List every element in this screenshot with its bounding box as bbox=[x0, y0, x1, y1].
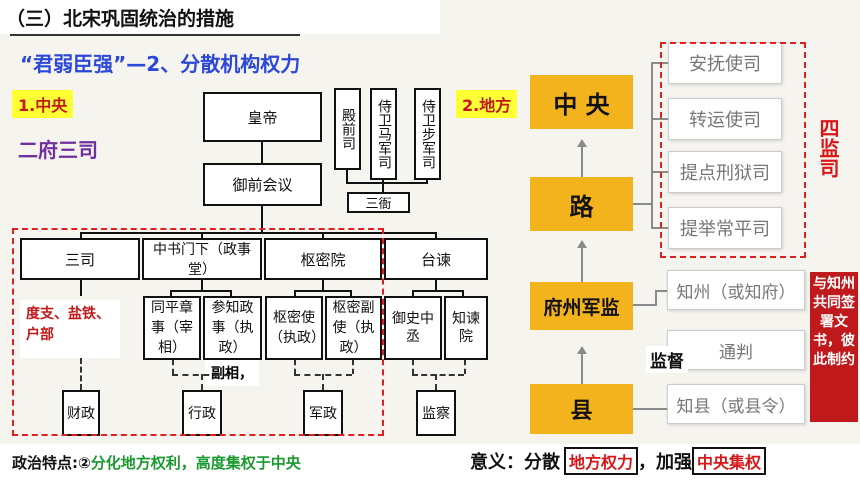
bracket bbox=[633, 408, 667, 410]
jiansi-anfu: 安抚使司 bbox=[668, 42, 782, 84]
connector bbox=[294, 290, 296, 296]
connector bbox=[170, 290, 232, 292]
jiansi-tidian: 提点刑狱司 bbox=[668, 151, 782, 193]
connector bbox=[382, 182, 384, 192]
arrow-head bbox=[577, 139, 587, 147]
official-shumishi: 枢密使（执政） bbox=[265, 296, 325, 360]
dianqian-box: 殿前司 bbox=[334, 88, 361, 170]
bracket bbox=[633, 203, 651, 205]
connector bbox=[412, 290, 414, 296]
local-tag: 2.地方 bbox=[456, 90, 518, 118]
bracket bbox=[655, 290, 667, 292]
jiansi-zhuanyun: 转运使司 bbox=[668, 98, 782, 140]
connector bbox=[294, 360, 296, 374]
erfu-sansi-label: 二府三司 bbox=[18, 138, 98, 162]
arrow-line bbox=[581, 246, 583, 282]
level-lu: 路 bbox=[530, 177, 633, 231]
connector bbox=[201, 232, 203, 238]
connector bbox=[435, 232, 437, 238]
connector bbox=[201, 280, 203, 291]
connector bbox=[382, 180, 384, 182]
connector bbox=[170, 290, 172, 296]
arrow-line bbox=[581, 145, 583, 177]
bracket bbox=[655, 290, 657, 306]
connector bbox=[80, 232, 437, 234]
level-fuzhou: 府州军监 bbox=[530, 282, 633, 330]
emperor-box: 皇帝 bbox=[203, 92, 322, 142]
arrow-head bbox=[577, 346, 587, 354]
connector bbox=[412, 360, 414, 374]
tongpan-box: 通判 bbox=[667, 330, 805, 370]
connector bbox=[80, 280, 82, 296]
significance: 意义：分散 地方权力 ，加强 中央集权 bbox=[470, 447, 767, 475]
bottom-bar bbox=[0, 444, 860, 484]
jiansi-tiju: 提举常平司 bbox=[668, 207, 782, 249]
bracket bbox=[651, 62, 668, 64]
connector bbox=[322, 280, 324, 291]
sijiansi-label: 四监司 bbox=[816, 118, 840, 178]
official-shumifushi: 枢密副使（执政） bbox=[325, 296, 382, 360]
level-xian: 县 bbox=[530, 384, 633, 434]
connector bbox=[346, 182, 428, 184]
arrow-head bbox=[577, 240, 587, 248]
political-feature: 政治特点:②分化地方权利，高度集权于中央 bbox=[12, 454, 301, 472]
taijian-box: 台谏 bbox=[384, 238, 488, 280]
connector bbox=[294, 290, 352, 292]
connector bbox=[201, 374, 203, 390]
connector bbox=[426, 180, 428, 182]
function-xingzheng: 行政 bbox=[182, 390, 222, 436]
connector bbox=[80, 358, 82, 390]
official-canzhi: 参知政事（执政） bbox=[203, 296, 262, 360]
connector bbox=[352, 360, 354, 374]
arrow-line bbox=[581, 352, 583, 384]
title-underline bbox=[10, 34, 300, 36]
bracket bbox=[651, 118, 668, 120]
subtitle: “君弱臣强”—2、分散机构权力 bbox=[20, 52, 301, 76]
sansi-box: 三司 bbox=[20, 238, 140, 280]
bracket bbox=[651, 171, 668, 173]
connector bbox=[462, 290, 464, 296]
official-zhijian: 知谏院 bbox=[444, 296, 488, 360]
function-jiancha: 监察 bbox=[416, 390, 456, 436]
connector bbox=[322, 374, 324, 390]
central-tag: 1.中央 bbox=[12, 90, 74, 118]
sijiansi-frame bbox=[660, 42, 806, 258]
level-central: 中 央 bbox=[530, 75, 633, 129]
connector bbox=[261, 206, 263, 232]
connector bbox=[261, 142, 263, 163]
official-zaixiang: 同平章事（宰相） bbox=[143, 296, 201, 360]
cosign-note: 与知州共同签署文书，彼此制约 bbox=[810, 272, 858, 422]
bracket bbox=[633, 304, 657, 306]
function-caizheng: 财政 bbox=[62, 390, 100, 436]
official-yushi: 御史中丞 bbox=[384, 296, 442, 360]
council-box: 御前会议 bbox=[203, 163, 322, 206]
page-title: （三）北宋巩固统治的措施 bbox=[6, 8, 235, 30]
zhongshu-box: 中书门下（政事堂） bbox=[142, 238, 262, 280]
shumiyuan-box: 枢密院 bbox=[264, 238, 382, 280]
title-bar bbox=[0, 0, 440, 34]
connector bbox=[435, 280, 437, 291]
connector bbox=[172, 360, 174, 374]
connector bbox=[80, 232, 82, 238]
connector bbox=[435, 374, 437, 390]
jiandu-label: 监督 bbox=[646, 346, 688, 373]
connector bbox=[322, 232, 324, 238]
connector bbox=[346, 170, 348, 182]
sanya-box: 三衙 bbox=[347, 192, 410, 213]
bracket bbox=[651, 227, 668, 229]
erfu-sansi-frame bbox=[12, 228, 384, 436]
majun-box: 侍卫马军司 bbox=[370, 88, 397, 180]
zhizhou-box: 知州（或知府） bbox=[667, 270, 805, 310]
bracket bbox=[651, 62, 653, 229]
connector bbox=[412, 374, 464, 376]
sansi-note: 度支、盐铁、户部 bbox=[20, 300, 120, 358]
zhixian-box: 知县（或县令） bbox=[667, 384, 805, 424]
connector bbox=[412, 290, 464, 292]
bujun-box: 侍卫步军司 bbox=[414, 88, 441, 180]
connector bbox=[464, 360, 466, 374]
connector bbox=[350, 290, 352, 296]
fuxiang-note: 副相， bbox=[205, 360, 259, 386]
function-junzheng: 军政 bbox=[303, 390, 343, 436]
connector bbox=[230, 290, 232, 296]
